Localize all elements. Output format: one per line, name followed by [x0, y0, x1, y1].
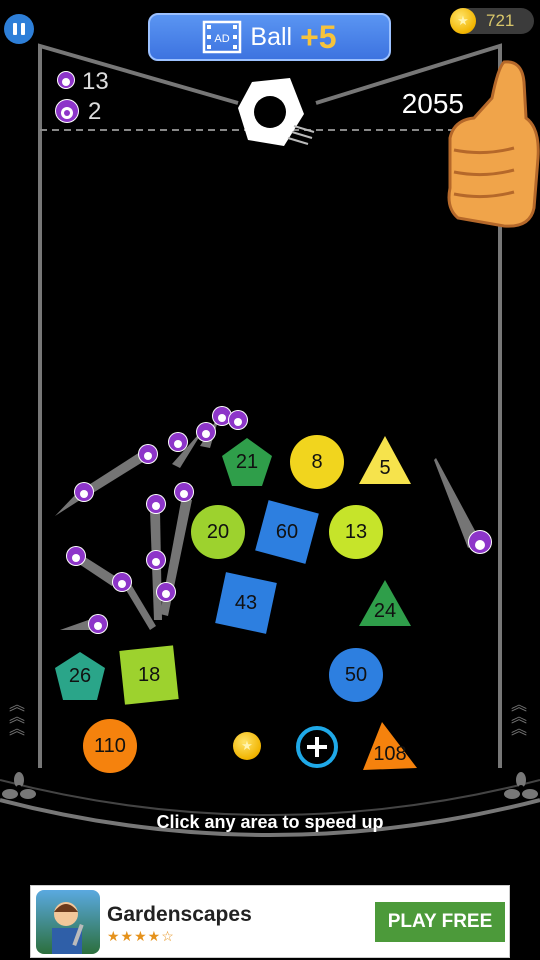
block-pentagon: 26 [53, 650, 107, 702]
block-circle: 13 [329, 505, 383, 559]
speed-chevron-right-icon: ︽︽︽ [511, 697, 528, 738]
block-circle: 50 [329, 648, 383, 702]
coin-count: 721 [486, 11, 515, 30]
block-circle: 110 [83, 719, 137, 773]
ad-button-label: Ball [250, 22, 293, 51]
special-balls-count: 2 [88, 98, 102, 125]
ad-rating-stars: ★★★★☆ [107, 928, 175, 944]
ad-play-free-button[interactable]: PLAY FREE [375, 902, 505, 942]
special-balls-row [54, 98, 80, 129]
ball-trails [55, 406, 492, 634]
block-triangle: 5 [358, 434, 412, 486]
balls-count: 13 [82, 68, 109, 95]
block-circle: 20 [191, 505, 245, 559]
speed-up-hint: Click any area to speed up [156, 812, 384, 832]
block-square: 43 [215, 572, 277, 634]
block-square: 18 [119, 645, 179, 705]
pause-button[interactable] [4, 14, 34, 44]
thumbs-up-icon[interactable] [444, 58, 540, 230]
gardenscapes-app-icon [36, 890, 100, 954]
pause-icon [13, 23, 17, 35]
fan-right-icon [504, 772, 538, 799]
arena-floor [0, 798, 540, 837]
score: 2055 [401, 88, 464, 119]
ball-icon [57, 71, 75, 89]
block-circle: 8 [290, 435, 344, 489]
ball-group [66, 406, 492, 634]
watch-ad-ball-button[interactable]: AD Ball +5 [148, 13, 391, 61]
coin-pickup-icon: ★ [233, 732, 261, 760]
ad-icon-label: AD [215, 33, 230, 45]
block-triangle: 24 [358, 578, 412, 628]
ad-button-bonus: +5 [300, 18, 337, 55]
ad-banner[interactable]: Gardenscapes ★★★★☆ PLAY FREE [30, 885, 510, 958]
special-ball-icon [55, 99, 79, 123]
balls-count-row [56, 70, 76, 95]
fan-left-icon [2, 772, 36, 799]
plus-circle-icon [296, 726, 338, 768]
block-pentagon: 21 [220, 436, 274, 488]
ad-title: Gardenscapes [107, 903, 252, 926]
block-triangle: 108 [362, 720, 418, 772]
ball-launcher [238, 78, 315, 146]
coin-counter: ★ 721 [450, 8, 534, 34]
ad-video-icon: AD [203, 20, 242, 54]
coin-icon: ★ [450, 8, 476, 34]
speed-chevron-left-icon: ︽︽︽ [9, 697, 26, 738]
